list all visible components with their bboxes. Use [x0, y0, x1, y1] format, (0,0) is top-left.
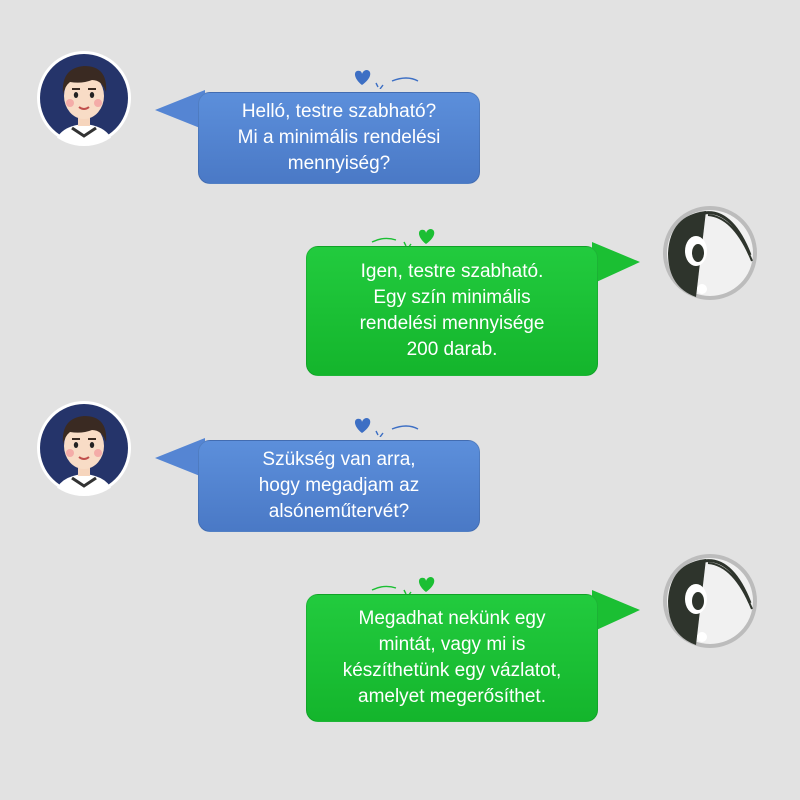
supplier-bubble-tail: [592, 242, 640, 284]
boy-avatar-icon: [37, 401, 131, 496]
supplier-avatar: [662, 553, 758, 649]
heart-icon: [368, 572, 438, 596]
customer-avatar: [36, 50, 132, 146]
customer-avatar: [36, 400, 132, 496]
panda-avatar-icon: [663, 554, 757, 648]
heart-icon: [368, 224, 438, 248]
supplier-avatar: [662, 205, 758, 301]
message-bubble-supplier: Megadhat nekünk egy mintát, vagy mi is k…: [306, 594, 598, 722]
customer-bubble-tail: [155, 90, 205, 130]
supplier-bubble-tail: [592, 590, 640, 632]
heart-icon: [352, 65, 422, 89]
panda-avatar-icon: [663, 206, 757, 300]
boy-avatar-icon: [37, 51, 131, 146]
message-bubble-customer: Szükség van arra, hogy megadjam az alsón…: [198, 440, 480, 532]
customer-bubble-tail: [155, 438, 205, 478]
message-bubble-customer: Helló, testre szabható? Mi a minimális r…: [198, 92, 480, 184]
message-bubble-supplier: Igen, testre szabható. Egy szín minimáli…: [306, 246, 598, 376]
heart-icon: [352, 413, 422, 437]
